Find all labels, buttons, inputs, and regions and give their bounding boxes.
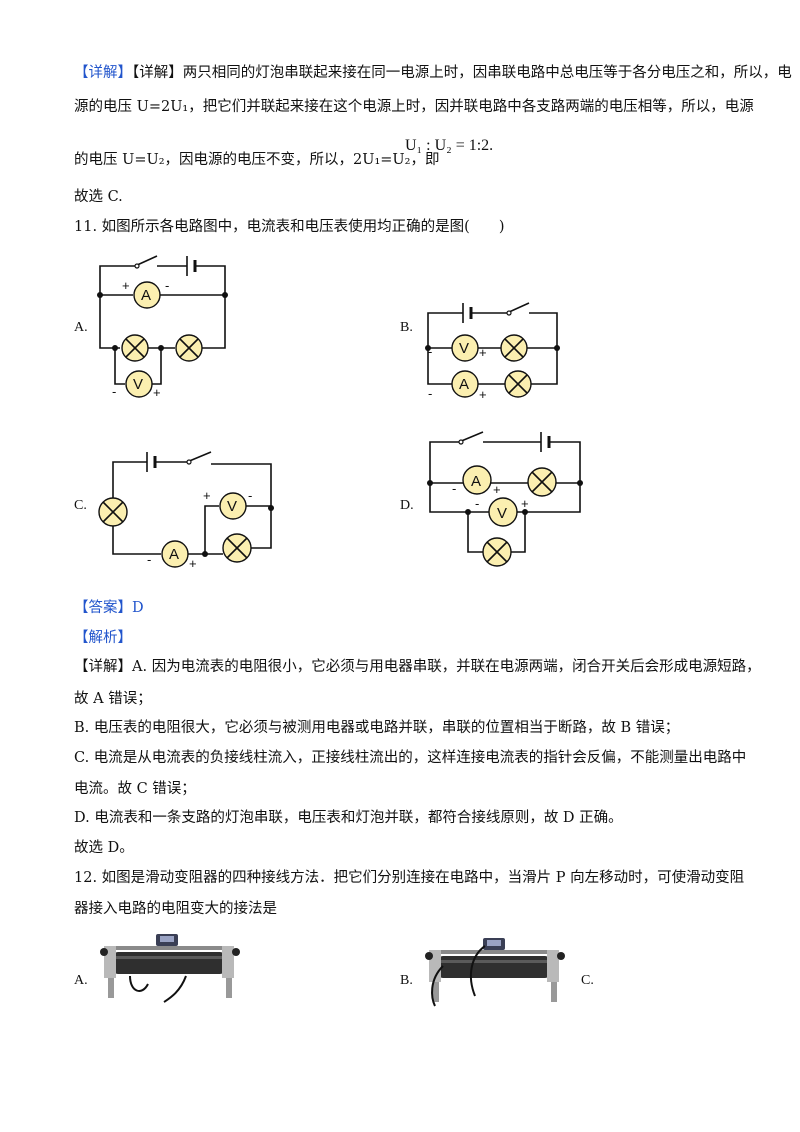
option-label-a: A.	[74, 973, 88, 988]
plus-sign: +	[203, 488, 211, 503]
minus-sign: -	[428, 386, 432, 401]
question-stem: 器接入电路的电阻变大的接法是	[74, 901, 277, 917]
answer-tag: 【答案】D	[74, 600, 144, 616]
minus-sign: -	[248, 488, 252, 503]
option-label-c: C.	[581, 973, 594, 988]
circuit-diagram-c: A - + V + -	[98, 451, 274, 571]
minus-sign: -	[147, 552, 151, 567]
voltmeter-label: V	[227, 498, 237, 515]
explanation-line: 源的电压 U=2U₁，把它们并联起来接在这个电源上时，因并联电路中各支路两端的电…	[74, 99, 754, 115]
circuit-diagram-b: V - + A - +	[425, 302, 560, 402]
detail-line: D. 电流表和一条支路的灯泡串联，电压表和灯泡并联，都符合接线原则，故 D 正确…	[74, 810, 623, 826]
option-label-a: A.	[74, 320, 88, 335]
ratio-equation: U₁ : U₂ = 1:2.	[405, 137, 494, 154]
explanation-text: 【详解】两只相同的灯泡串联起来接在同一电源上时，因串联电路中总电压等于各分电压之…	[132, 65, 792, 81]
explanation-line: 的电压 U=U₂，因电源的电压不变，所以，2U₁=U₂，即	[74, 152, 440, 168]
plus-sign: +	[493, 482, 501, 497]
explanation-line: 【详解】【详解】两只相同的灯泡串联起来接在同一电源上时，因串联电路中总电压等于各…	[74, 65, 792, 81]
circuit-diagram-a: A + - V - +	[97, 255, 228, 400]
plus-sign: +	[521, 496, 529, 511]
plus-sign: +	[122, 278, 130, 293]
ammeter-label: A	[471, 473, 481, 490]
ammeter-label: A	[141, 287, 151, 304]
option-label-c: C.	[74, 498, 87, 513]
analysis-tag: 【解析】	[74, 630, 132, 646]
minus-sign: -	[165, 278, 169, 293]
option-label-b: B.	[400, 973, 413, 988]
detail-line: B. 电压表的电阻很大，它必须与被测用电器或电路并联，串联的位置相当于断路，故 …	[74, 720, 680, 736]
voltmeter-label: V	[459, 340, 469, 357]
voltmeter-label: V	[497, 505, 507, 522]
plus-sign: +	[189, 556, 197, 571]
plus-sign: +	[153, 385, 161, 400]
voltmeter-label: V	[133, 376, 143, 393]
option-label-b: B.	[400, 320, 413, 335]
detail-line: C. 电流是从电流表的负接线柱流入，正接线柱流出的，这样连接电流表的指针会反偏，…	[74, 750, 747, 766]
plus-sign: +	[479, 387, 487, 402]
detail-line: 【详解】A. 因为电流表的电阻很小，它必须与用电器串联，并联在电源两端，闭合开关…	[74, 659, 761, 675]
detail-line: 故 A 错误；	[74, 691, 152, 707]
ammeter-label: A	[459, 376, 469, 393]
minus-sign: -	[428, 344, 432, 359]
option-label-d: D.	[400, 498, 414, 513]
rheostat-photo-b	[425, 938, 565, 1007]
detail-line: 电流。故 C 错误；	[74, 781, 196, 797]
plus-sign: +	[479, 345, 487, 360]
question-stem: 12. 如图是滑动变阻器的四种接线方法．把它们分别连接在电路中，当滑片 P 向左…	[74, 870, 745, 886]
ammeter-label: A	[169, 546, 179, 563]
circuit-diagram-d: A - + V - +	[427, 431, 583, 567]
question-stem: 11. 如图所示各电路图中，电流表和电压表使用均正确的是图( )	[74, 219, 505, 235]
minus-sign: -	[452, 481, 456, 496]
choice-text: 故选 C.	[74, 189, 123, 205]
rheostat-photo-a	[100, 934, 240, 1003]
minus-sign: -	[475, 496, 479, 511]
minus-sign: -	[112, 384, 116, 399]
choice-text: 故选 D。	[74, 840, 134, 856]
